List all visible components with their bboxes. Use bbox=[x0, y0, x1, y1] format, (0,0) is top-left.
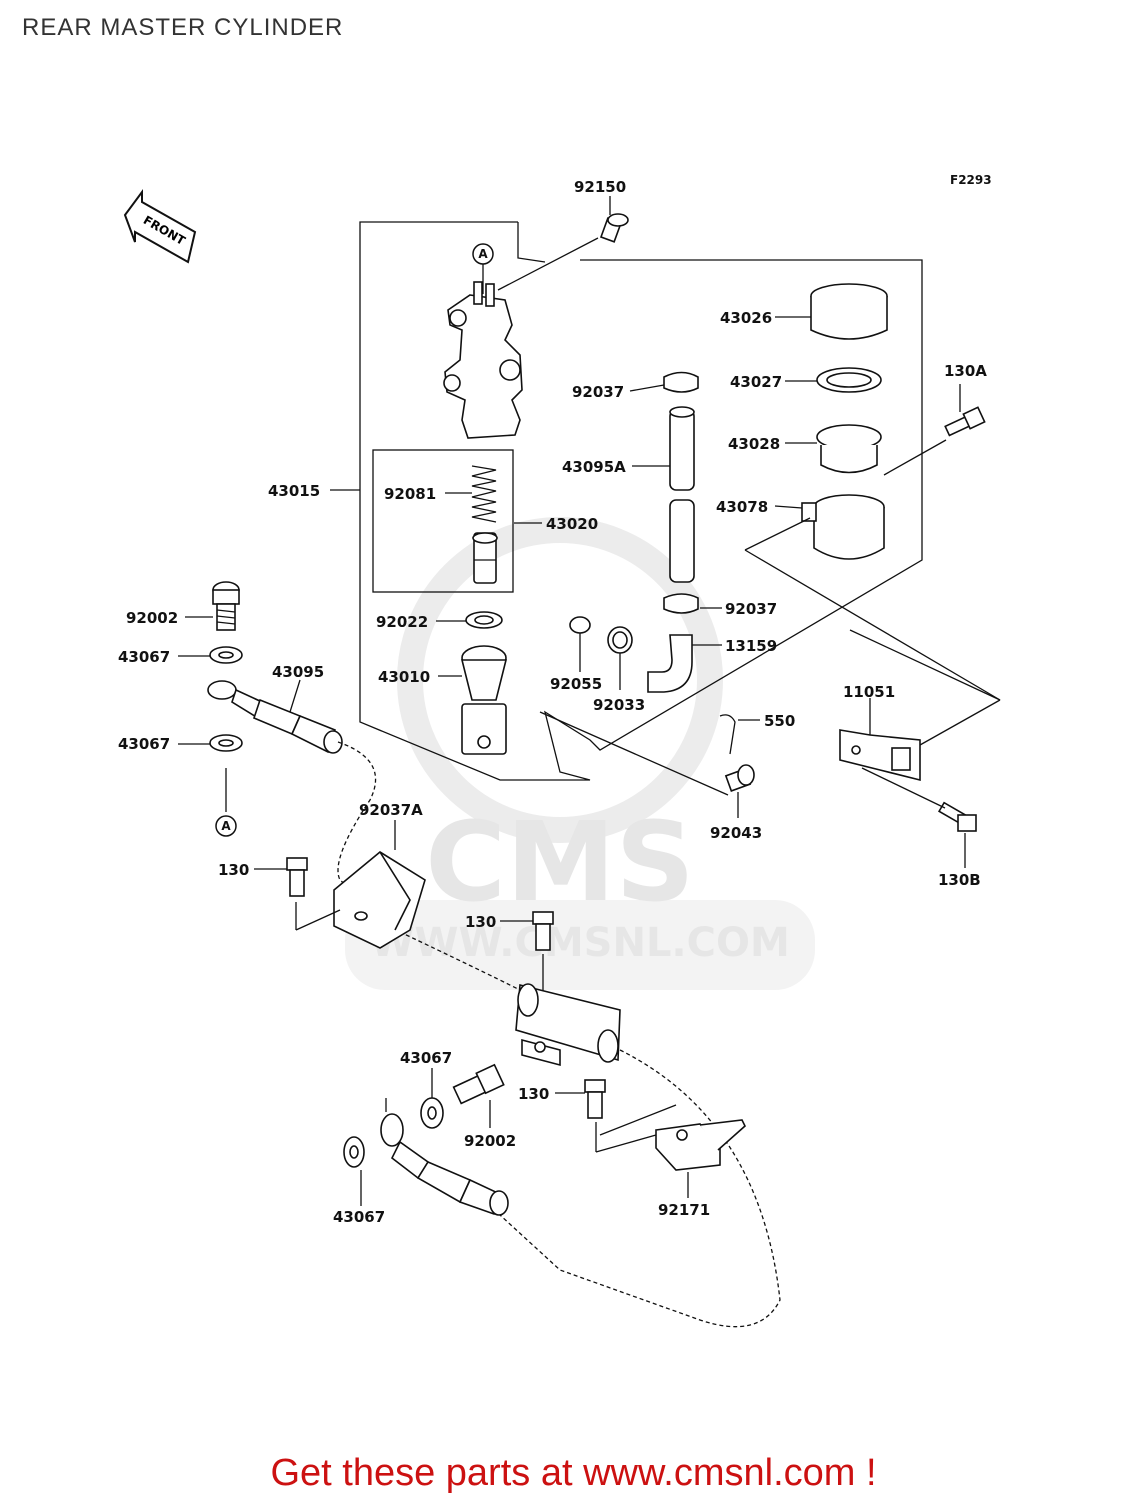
reservoir-cap-43026 bbox=[810, 283, 888, 340]
label-92002-bottom: 92002 bbox=[464, 1132, 516, 1150]
hose-clamp-assembly bbox=[515, 983, 621, 1067]
label-92037-mid: 92037 bbox=[725, 600, 777, 618]
ref-marker-top-label: A bbox=[478, 247, 488, 261]
label-43078: 43078 bbox=[716, 498, 768, 516]
label-92002-top: 92002 bbox=[126, 609, 178, 627]
banjo-bolt-92002-bottom bbox=[452, 1063, 505, 1105]
label-92171: 92171 bbox=[658, 1201, 710, 1219]
label-43067-c: 43067 bbox=[400, 1049, 452, 1067]
label-92055: 92055 bbox=[550, 675, 602, 693]
hose-43095A bbox=[669, 406, 695, 583]
plate-43027 bbox=[816, 367, 882, 393]
banjo-bolt-92002-top bbox=[212, 581, 240, 631]
label-92043: 92043 bbox=[710, 824, 762, 842]
bolt-130A bbox=[944, 406, 986, 437]
push-rod-43010 bbox=[460, 645, 508, 755]
bracket-92171 bbox=[655, 1119, 746, 1171]
watermark-url-text: WWW.CMSNL.COM bbox=[370, 920, 790, 966]
bolt-130-a bbox=[286, 857, 308, 897]
watermark: CMS WWW.CMSNL.COM bbox=[345, 517, 815, 990]
ref-marker-bottom bbox=[215, 815, 237, 837]
label-130-b: 130 bbox=[465, 913, 496, 931]
label-130-a: 130 bbox=[218, 861, 249, 879]
front-arrow-icon: FRONT bbox=[123, 188, 197, 264]
label-43010: 43010 bbox=[378, 668, 430, 686]
label-43027: 43027 bbox=[730, 373, 782, 391]
label-43020: 43020 bbox=[546, 515, 598, 533]
circlip-92033 bbox=[607, 626, 633, 654]
bracket-11051 bbox=[839, 729, 921, 782]
label-92033: 92033 bbox=[593, 696, 645, 714]
label-92022: 92022 bbox=[376, 613, 428, 631]
label-92081: 92081 bbox=[384, 485, 436, 503]
label-130-c: 130 bbox=[518, 1085, 549, 1103]
label-43067-b: 43067 bbox=[118, 735, 170, 753]
label-92150: 92150 bbox=[574, 178, 626, 196]
hose-guide-92037A bbox=[333, 851, 426, 949]
watermark-logo-text: CMS bbox=[425, 798, 694, 926]
label-130B: 130B bbox=[938, 871, 981, 889]
label-43067-d: 43067 bbox=[333, 1208, 385, 1226]
cotter-pin-550 bbox=[719, 714, 736, 755]
elbow-13159 bbox=[647, 634, 693, 693]
clamp-92037-mid bbox=[663, 593, 699, 614]
clamp-92037-top bbox=[663, 371, 699, 393]
reservoir-43078 bbox=[801, 494, 885, 560]
label-11051: 11051 bbox=[843, 683, 895, 701]
label-130A: 130A bbox=[944, 362, 987, 380]
label-43095: 43095 bbox=[272, 663, 324, 681]
bolt-130-b bbox=[532, 911, 554, 951]
figure-code: F2293 bbox=[950, 173, 992, 187]
lower-hose-end bbox=[343, 1113, 509, 1216]
label-43028: 43028 bbox=[728, 435, 780, 453]
ref-marker-bottom-label: A bbox=[221, 819, 231, 833]
oring-92055 bbox=[569, 616, 591, 634]
pin-92043 bbox=[724, 764, 755, 792]
label-43015: 43015 bbox=[268, 482, 320, 500]
bolt-130-c bbox=[584, 1079, 606, 1119]
diaphragm-43028 bbox=[816, 424, 882, 474]
bolt-130B bbox=[938, 801, 977, 832]
promo-link[interactable]: Get these parts at www.cmsnl.com ! bbox=[270, 1452, 877, 1494]
spring-92081 bbox=[471, 465, 497, 523]
piston bbox=[472, 532, 498, 584]
master-cylinder-body bbox=[443, 281, 523, 439]
label-550: 550 bbox=[764, 712, 795, 730]
label-43095A: 43095A bbox=[562, 458, 626, 476]
page-title: REAR MASTER CYLINDER bbox=[22, 14, 344, 41]
assembly-outline bbox=[359, 221, 923, 781]
label-43026: 43026 bbox=[720, 309, 772, 327]
screw-92150 bbox=[599, 213, 629, 243]
label-43067-a: 43067 bbox=[118, 648, 170, 666]
brake-hose-43095 bbox=[207, 680, 343, 754]
label-13159: 13159 bbox=[725, 637, 777, 655]
label-92037A: 92037A bbox=[359, 801, 423, 819]
kit-box-43020 bbox=[372, 449, 514, 593]
label-92037-top: 92037 bbox=[572, 383, 624, 401]
